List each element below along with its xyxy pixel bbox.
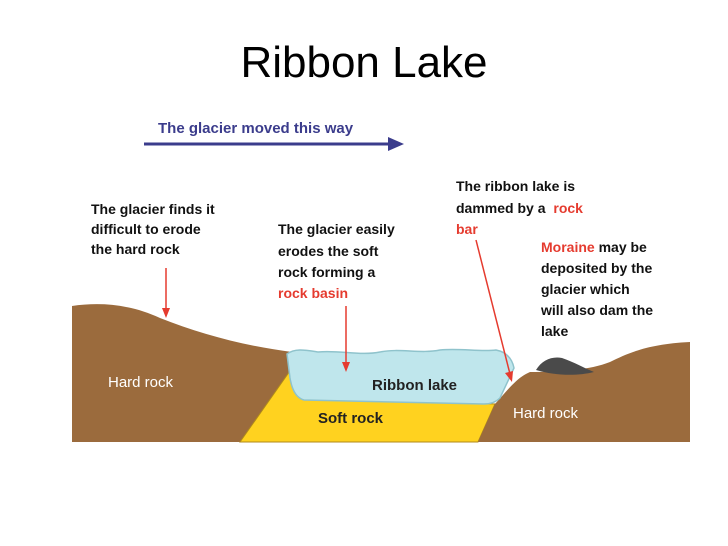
soft-rock-note-line-3: rock forming a (278, 264, 375, 280)
hard-rock-note-line-1: The glacier finds it (91, 201, 215, 217)
rock-basin-pointer-arrow (342, 306, 350, 372)
moraine-annotation: Moraine may be deposited by the glacier … (540, 239, 653, 339)
hard-rock-note-line-2: difficult to erode (91, 221, 201, 237)
direction-arrow (144, 137, 404, 151)
hard-rock-right-label: Hard rock (513, 405, 579, 422)
rock-bar-annotation: The ribbon lake is dammed by a rock bar (456, 178, 583, 237)
rock-bar-highlight-bar: bar (456, 221, 478, 237)
soft-rock-label: Soft rock (318, 410, 384, 427)
rock-bar-note-line-1: The ribbon lake is (456, 178, 575, 194)
hard-rock-pointer-arrow (162, 268, 170, 318)
rock-basin-highlight: rock basin (278, 285, 348, 301)
hard-rock-left-label: Hard rock (108, 374, 174, 391)
moraine-note-line-2: deposited by the (541, 260, 652, 276)
moraine-note-line-4: will also dam the (540, 302, 653, 318)
soft-rock-annotation: The glacier easily erodes the soft rock … (278, 221, 395, 301)
rock-bar-highlight-rock: rock (553, 200, 583, 216)
moraine-note-suffix: may be (599, 239, 647, 255)
hard-rock-annotation: The glacier finds it difficult to erode … (91, 201, 215, 257)
soft-rock-note-line-1: The glacier easily (278, 221, 395, 237)
moraine-note-line-1: Moraine may be (541, 239, 647, 255)
rock-bar-note-prefix: dammed by a (456, 200, 549, 216)
soft-rock-note-line-2: erodes the soft (278, 243, 379, 259)
moraine-highlight: Moraine (541, 239, 595, 255)
moraine-note-line-5: lake (541, 323, 568, 339)
ribbon-lake-label: Ribbon lake (372, 377, 457, 394)
hard-rock-note-line-3: the hard rock (91, 241, 180, 257)
moraine-deposit (536, 358, 594, 375)
direction-label: The glacier moved this way (158, 120, 354, 137)
moraine-note-line-3: glacier which (541, 281, 630, 297)
rock-bar-note-line-2: dammed by a rock (456, 200, 583, 216)
